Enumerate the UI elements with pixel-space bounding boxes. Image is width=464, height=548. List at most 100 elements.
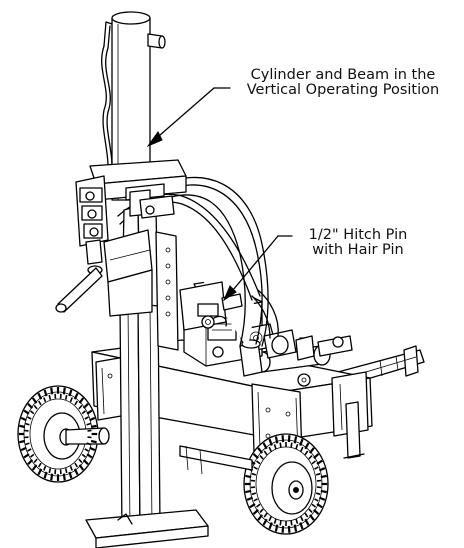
foot-plate <box>85 509 209 548</box>
tread-block <box>25 442 30 446</box>
tread-block <box>293 524 298 532</box>
tread-block <box>315 492 321 496</box>
tread-block <box>78 464 85 471</box>
tread-block <box>25 422 30 426</box>
callout-hitch-pin: 1/2" Hitch Pin with Hair Pin <box>290 228 426 258</box>
tread-block <box>64 468 68 474</box>
tread-block <box>62 473 66 481</box>
tread-block <box>274 436 279 444</box>
tread-block <box>299 522 304 530</box>
tread-block <box>23 409 30 415</box>
tread-block <box>33 404 38 410</box>
tread-block <box>19 439 26 444</box>
tread-block <box>304 442 310 450</box>
tread-block <box>78 404 83 410</box>
tread-block <box>257 514 263 521</box>
tread-block <box>318 496 326 501</box>
tread-block <box>37 468 43 476</box>
axle <box>179 445 253 475</box>
tread-block <box>20 446 27 452</box>
tread-block <box>316 459 323 465</box>
tread-block <box>84 416 89 420</box>
tread-block <box>78 458 83 464</box>
tread-block <box>304 518 310 526</box>
tread-block <box>253 466 258 470</box>
cylinder-leader-line <box>151 87 215 143</box>
tread-block <box>29 453 35 458</box>
tread-block <box>318 467 326 472</box>
tread-block <box>31 397 38 404</box>
hitch-leader-arrowhead <box>222 285 237 302</box>
tread-block <box>273 444 277 450</box>
callout-hitch-line-1: 1/2" Hitch Pin <box>308 227 408 243</box>
tread-block <box>62 387 66 395</box>
tread-block <box>43 465 47 471</box>
tread-block <box>251 492 257 496</box>
tread-block <box>252 453 259 460</box>
tread-block <box>86 442 91 446</box>
tread-block <box>48 394 52 400</box>
tread-block <box>309 447 315 454</box>
tread-block <box>27 448 32 452</box>
tread-block <box>257 447 263 454</box>
tread-block <box>314 498 319 502</box>
tread-block <box>20 416 27 422</box>
tread-block <box>262 442 268 450</box>
tread-block <box>263 450 268 456</box>
tread-block <box>82 403 89 409</box>
tread-block <box>33 458 38 464</box>
tread-block <box>19 424 26 429</box>
callout-hitch-line-2: with Hair Pin <box>312 242 404 258</box>
tread-block <box>281 525 285 533</box>
tread-block <box>27 416 32 420</box>
callout-cylinder-line-2: Vertical Operating Position <box>246 82 440 98</box>
tread-block <box>90 439 97 444</box>
tread-block <box>268 516 272 522</box>
tread-block <box>43 389 48 397</box>
tread-block <box>68 471 73 479</box>
tread-block <box>273 518 277 524</box>
left-wheel <box>17 385 110 483</box>
tread-block <box>299 438 304 446</box>
tread-block <box>309 514 315 521</box>
tread-block <box>74 400 78 406</box>
tread-block <box>89 416 96 422</box>
tread-block <box>281 435 285 443</box>
tread-block <box>314 466 319 470</box>
tread-block <box>69 397 73 403</box>
tread-block <box>268 438 273 446</box>
tread-block <box>262 518 268 526</box>
tread-block <box>268 522 273 530</box>
tread-block <box>249 503 256 509</box>
tread-block <box>78 397 85 404</box>
hitch-pin-assembly <box>179 281 243 331</box>
tread-block <box>23 453 30 459</box>
tread-block <box>69 465 73 471</box>
tread-block <box>252 508 259 515</box>
tread-block <box>290 442 293 448</box>
tread-block <box>300 516 304 522</box>
cylinder-leader-arrowhead <box>146 131 163 148</box>
right-wheel <box>243 433 329 535</box>
tread-block <box>279 520 282 526</box>
tread-block <box>290 520 293 526</box>
tread-block <box>259 455 264 460</box>
beam-and-cylinder <box>55 11 187 533</box>
tread-block <box>316 503 323 509</box>
tread-block <box>300 446 304 452</box>
tread-block <box>315 472 321 476</box>
pump-filter <box>239 329 315 387</box>
tread-block <box>50 387 54 395</box>
tread-block <box>84 448 89 452</box>
tread-block <box>256 460 261 465</box>
tread-block <box>304 450 309 456</box>
tread-block <box>73 468 79 476</box>
tread-block <box>86 409 93 415</box>
left-wheel-tread <box>18 387 98 481</box>
tread-block <box>74 462 78 468</box>
tread-block <box>38 462 42 468</box>
tread-block <box>27 403 34 409</box>
tread-block <box>29 410 35 415</box>
tread-block <box>48 468 52 474</box>
